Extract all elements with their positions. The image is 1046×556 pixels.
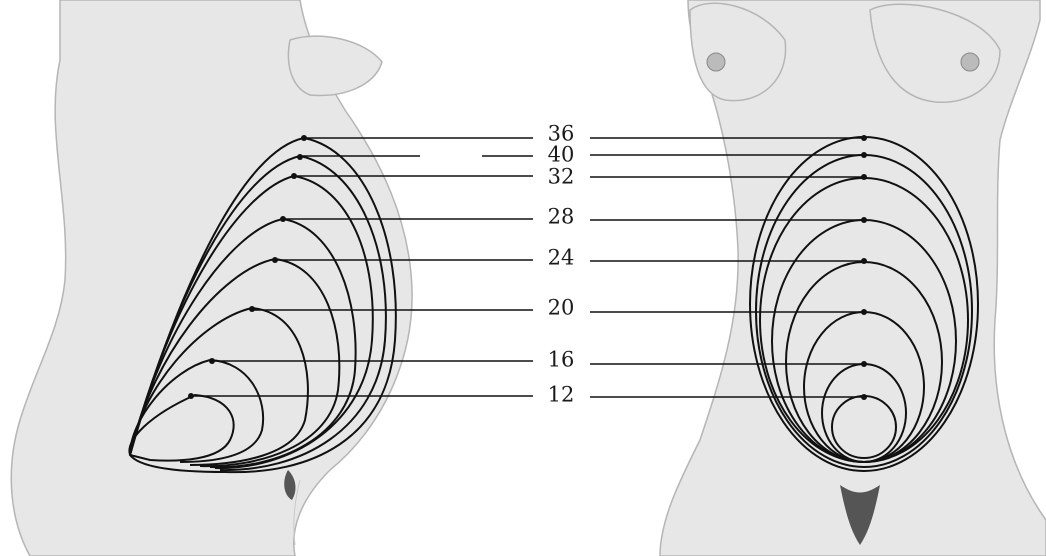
week-label-32: 32 (548, 165, 575, 189)
week-label-24: 24 (548, 246, 575, 270)
front-view-figure (660, 0, 1046, 556)
week-label-40: 40 (548, 143, 575, 167)
week-label-28: 28 (548, 205, 575, 229)
side-view-breast (288, 36, 382, 95)
week-label-16: 16 (548, 348, 575, 372)
week-label-20: 20 (548, 296, 575, 320)
week-labels: 36 40 32 28 24 20 16 12 (548, 122, 575, 407)
week-label-12: 12 (548, 383, 575, 407)
